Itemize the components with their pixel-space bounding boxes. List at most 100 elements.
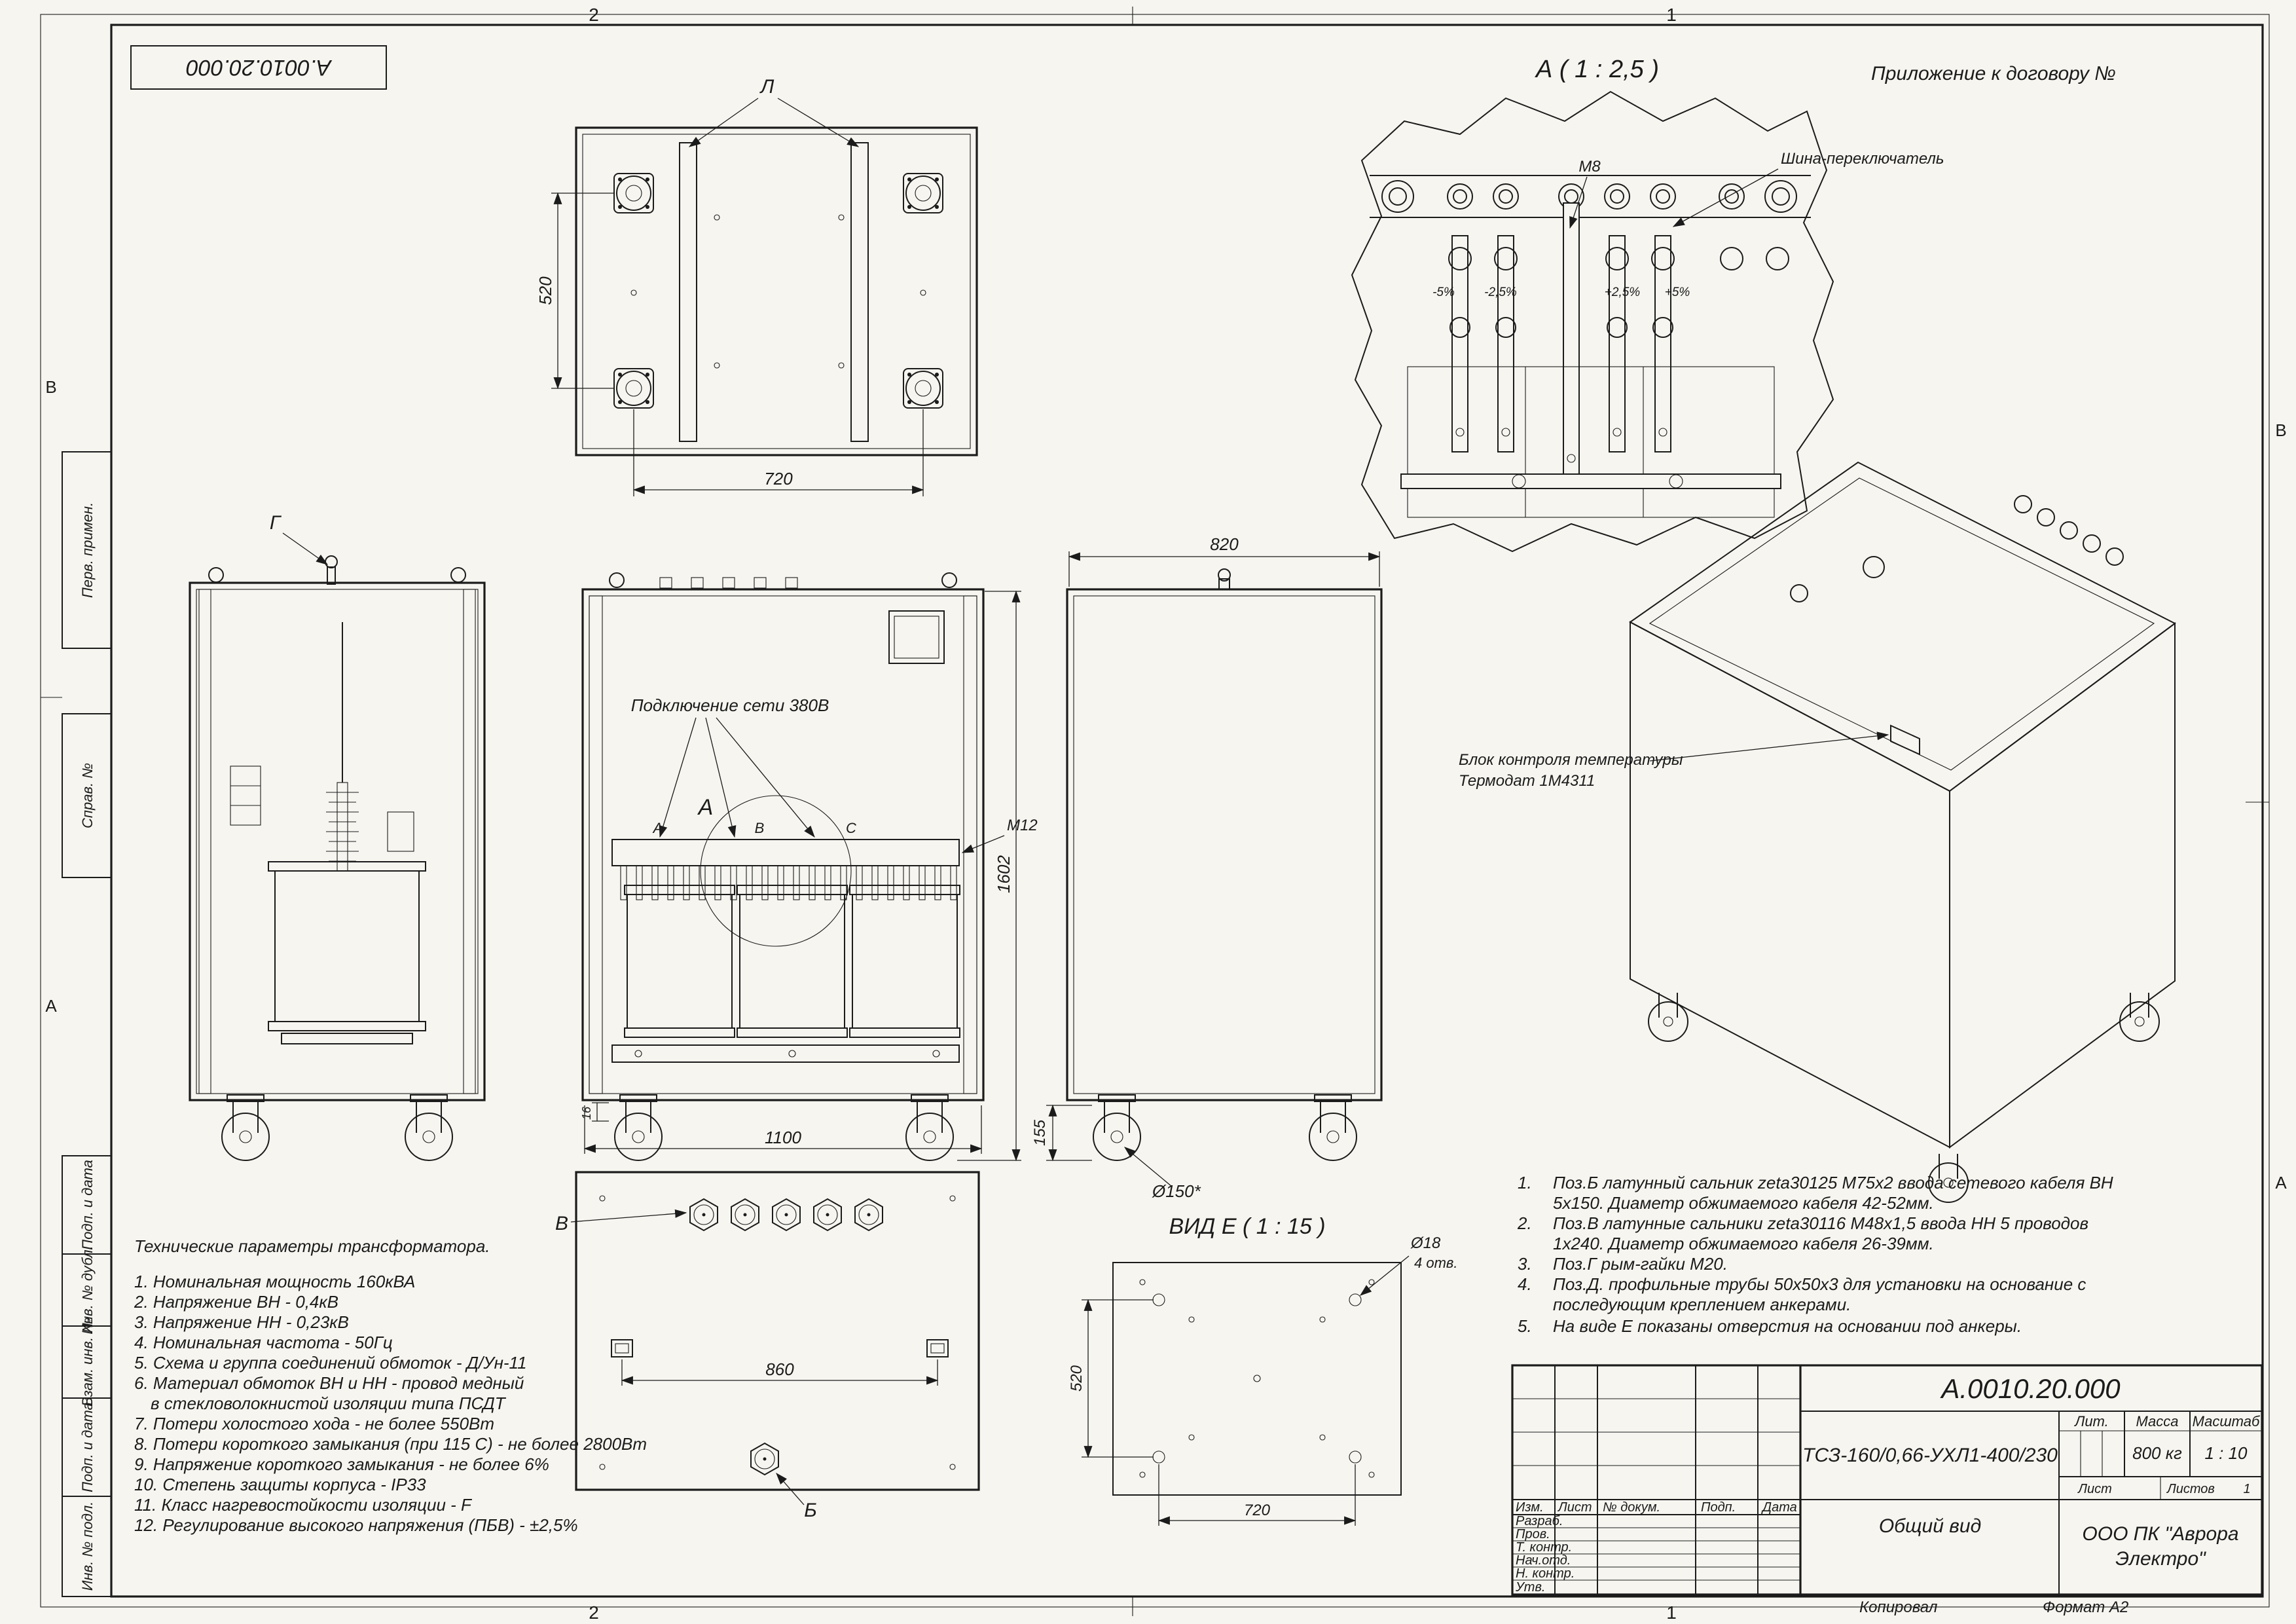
bottom-view: В 860 Б [555,1171,980,1521]
tap-plus5: +5% [1665,286,1690,299]
label-hole-count: 4 отв. [1414,1255,1458,1271]
tb-mass-value: 800 кг [2132,1443,2182,1463]
tb-doc-number: А.0010.20.000 [1939,1373,2121,1404]
tb-designation: ТСЗ-160/0,66-УХЛ1-400/230 [1802,1445,2058,1466]
dim-16: 16 [580,1106,593,1120]
title-block: А.0010.20.000 ТСЗ-160/0,66-УХЛ1-400/230 … [1511,1364,2263,1596]
tech-line: 1. Номинальная мощность 160кВА [134,1272,415,1291]
gland-3 [772,1198,801,1231]
inverted-stamp-text: А.0010.20.000 [186,55,332,80]
dim-155: 155 [1031,1119,1049,1146]
tb-podp: Подп. [1701,1500,1736,1515]
tb-tkontr: Т. контр. [1516,1540,1572,1555]
gland-5 [854,1198,883,1231]
dim-720-e: 720 [1244,1502,1271,1519]
zone-right-bottom: А [2275,1173,2287,1192]
caster-left-1 [221,1094,270,1161]
inverted-stamp: А.0010.20.000 [130,45,387,90]
note-num: 5. [1518,1316,1532,1336]
tb-lit-label: Лит. [2073,1413,2109,1430]
gland-2 [731,1198,759,1231]
tb-list: Лист [1557,1500,1592,1515]
phase-b: В [755,820,765,836]
caster-left-2 [405,1094,453,1161]
tb-scale-value: 1 : 10 [2204,1443,2248,1463]
dim-520-e: 520 [1068,1365,1085,1392]
tech-line: 7. Потери холостого хода - не более 550В… [134,1414,494,1433]
margin-column: Перв. примен. Справ. № Подп. и дата Инв.… [62,451,112,1597]
note-line: На виде Е показаны отверстия на основани… [1553,1316,2022,1336]
note-line: 5х150. Диаметр обжимаемого кабеля 42-52м… [1553,1193,1934,1213]
note-line: Поз.В латунные сальники zeta30116 М48х1,… [1553,1213,2088,1233]
dim-1602: 1602 [994,855,1013,893]
tb-nachotd: Нач.отд. [1516,1553,1571,1568]
caster-top-4 [903,368,943,409]
label-b: Б [804,1500,817,1521]
label-bus-switch: Шина-переключатель [1781,150,1944,168]
tb-sheet-label: Лист [2077,1482,2112,1496]
caster-iso-1 [1648,992,1688,1042]
zone-right-top: В [2275,420,2286,440]
view-e-title: ВИД Е ( 1 : 15 ) [1169,1214,1325,1239]
sheet-frame: 2 1 2 1 В А В А [40,5,2287,1623]
note-line: Поз.Б латунный сальник zeta30125 М75х2 в… [1553,1173,2113,1192]
tb-name: Общий вид [1879,1515,1981,1537]
note-num: 2. [1517,1213,1532,1233]
caster-right-1 [1093,1094,1141,1161]
margin-podp-data-1: Подп. и дата [79,1160,96,1250]
tb-razrab: Разраб. [1516,1514,1563,1528]
dim-820: 820 [1210,534,1239,554]
notes: 1. Поз.Б латунный сальник zeta30125 М75х… [1517,1173,2113,1336]
gland-hv [750,1443,779,1475]
margin-vzam-inv: Взам. инв. № [79,1318,96,1407]
label-g: Г [270,512,282,534]
dim-520-top: 520 [536,276,555,305]
caster-front-2 [905,1094,954,1161]
detail-a-view: А ( 1 : 2,5 ) -5% -2,5% +2,5% +5% М8 [1351,56,1944,553]
zone-top-left: 2 [589,5,599,25]
tb-data: Дата [1761,1500,1797,1515]
margin-sprav-no: Справ. № [79,763,96,828]
label-v: В [555,1213,568,1234]
appendix-note: Приложение к договору № [1871,63,2116,84]
tb-scale-label: Масштаб [2193,1413,2261,1430]
top-view: Л 520 720 [536,76,978,496]
note-num: 1. [1518,1173,1532,1192]
label-wheel-dia: Ø150* [1152,1181,1201,1201]
caster-top-2 [903,173,943,213]
margin-podp-data-2: Подп. и дата [79,1402,96,1492]
tech-line: 5. Схема и группа соединений обмоток - Д… [134,1353,527,1373]
format-label: Формат А2 [2043,1598,2128,1616]
tb-mass-label: Масса [2136,1413,2178,1430]
tb-sheets-label: Листов [2166,1482,2215,1496]
zone-bottom-left: 2 [589,1602,599,1623]
note-line: последующим креплением анкерами. [1553,1295,1851,1314]
zone-top-right: 1 [1666,5,1677,25]
note-line: Поз.Д. профильные трубы 50х50х3 для уста… [1553,1274,2086,1294]
margin-perv-primen: Перв. примен. [79,502,96,598]
view-e: ВИД Е ( 1 : 15 ) Ø18 4 отв. 520 720 [1068,1214,1458,1526]
dim-720-top: 720 [764,469,793,489]
label-thermostat-2: Термодат 1М4311 [1459,772,1595,790]
dim-860: 860 [765,1359,794,1379]
tb-prov: Пров. [1516,1527,1550,1541]
tech-line: 4. Номинальная частота - 50Гц [134,1333,393,1352]
margin-inv-dubl: Инв. № дубл. [79,1246,96,1334]
iso-view: Блок контроля температуры Термодат 1М431… [1459,461,2176,1203]
tech-line: 8. Потери короткого замыкания (при 115 С… [134,1434,647,1454]
label-m8: М8 [1578,158,1601,175]
tb-company-1: ООО ПК "Аврора [2082,1523,2238,1545]
tech-line: 2. Напряжение ВН - 0,4кВ [134,1292,338,1312]
tech-line: в стекловолокнистой изоляции типа ПСДТ [151,1393,507,1413]
caster-right-2 [1309,1094,1357,1161]
label-hole-dia: Ø18 [1410,1234,1441,1252]
margin-inv-podl: Инв. № подл. [79,1502,96,1591]
detail-marker-a: А [697,795,714,820]
caster-top-1 [613,173,654,213]
label-connect-380: Подключение сети 380В [631,695,829,715]
caster-top-3 [613,368,654,409]
dim-1100: 1100 [765,1128,801,1147]
tech-line: 6. Материал обмоток ВН и НН - провод мед… [134,1373,524,1393]
tb-ndoc: № докум. [1603,1500,1660,1515]
